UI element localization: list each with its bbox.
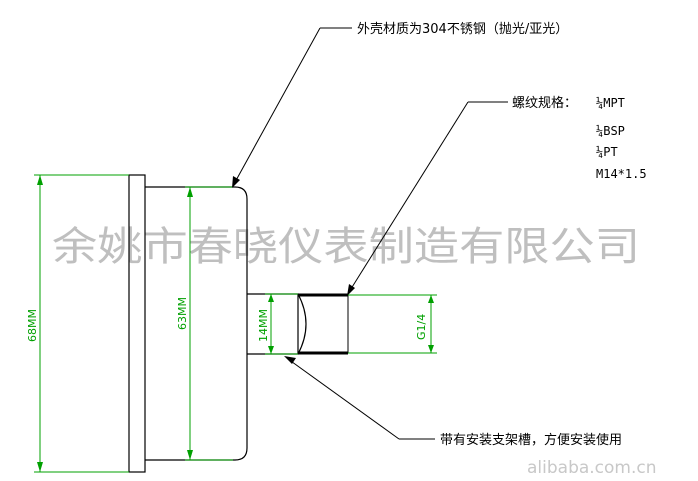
thread-spec-title: 螺纹规格：	[512, 95, 577, 111]
dimension-g14-label: G1/4	[415, 314, 428, 340]
thread-spec-3: ¼PT	[596, 145, 618, 159]
thread-spec-2: ¼BSP	[596, 124, 625, 138]
leader-shell	[232, 27, 352, 188]
company-watermark: 余姚市春晓仪表制造有限公司	[52, 224, 640, 270]
dimension-14mm-label: 14MM	[257, 309, 270, 342]
site-watermark: alibaba.com.cn	[527, 458, 657, 478]
leader-thread	[347, 101, 508, 296]
thread-spec-1: ¼MPT	[596, 96, 625, 110]
dimension-68mm-label: 68MM	[26, 309, 39, 342]
dimension-68mm	[34, 174, 129, 473]
gauge-stem	[247, 293, 299, 355]
thread-spec-4: M14*1.5	[596, 167, 647, 181]
dimension-63mm	[185, 186, 233, 461]
shell-material-note: 外壳材质为304不锈钢（抛光/亚光）	[357, 22, 568, 37]
dimension-g14	[348, 294, 437, 354]
dimension-63mm-label: 63MM	[176, 297, 189, 330]
leader-bracket	[284, 356, 435, 440]
gauge-case	[145, 186, 248, 461]
bracket-note: 带有安装支架槽，方便安装使用	[440, 432, 622, 448]
dimension-14mm	[265, 293, 298, 355]
gauge-bezel	[128, 174, 146, 473]
stem-boss	[297, 293, 307, 355]
